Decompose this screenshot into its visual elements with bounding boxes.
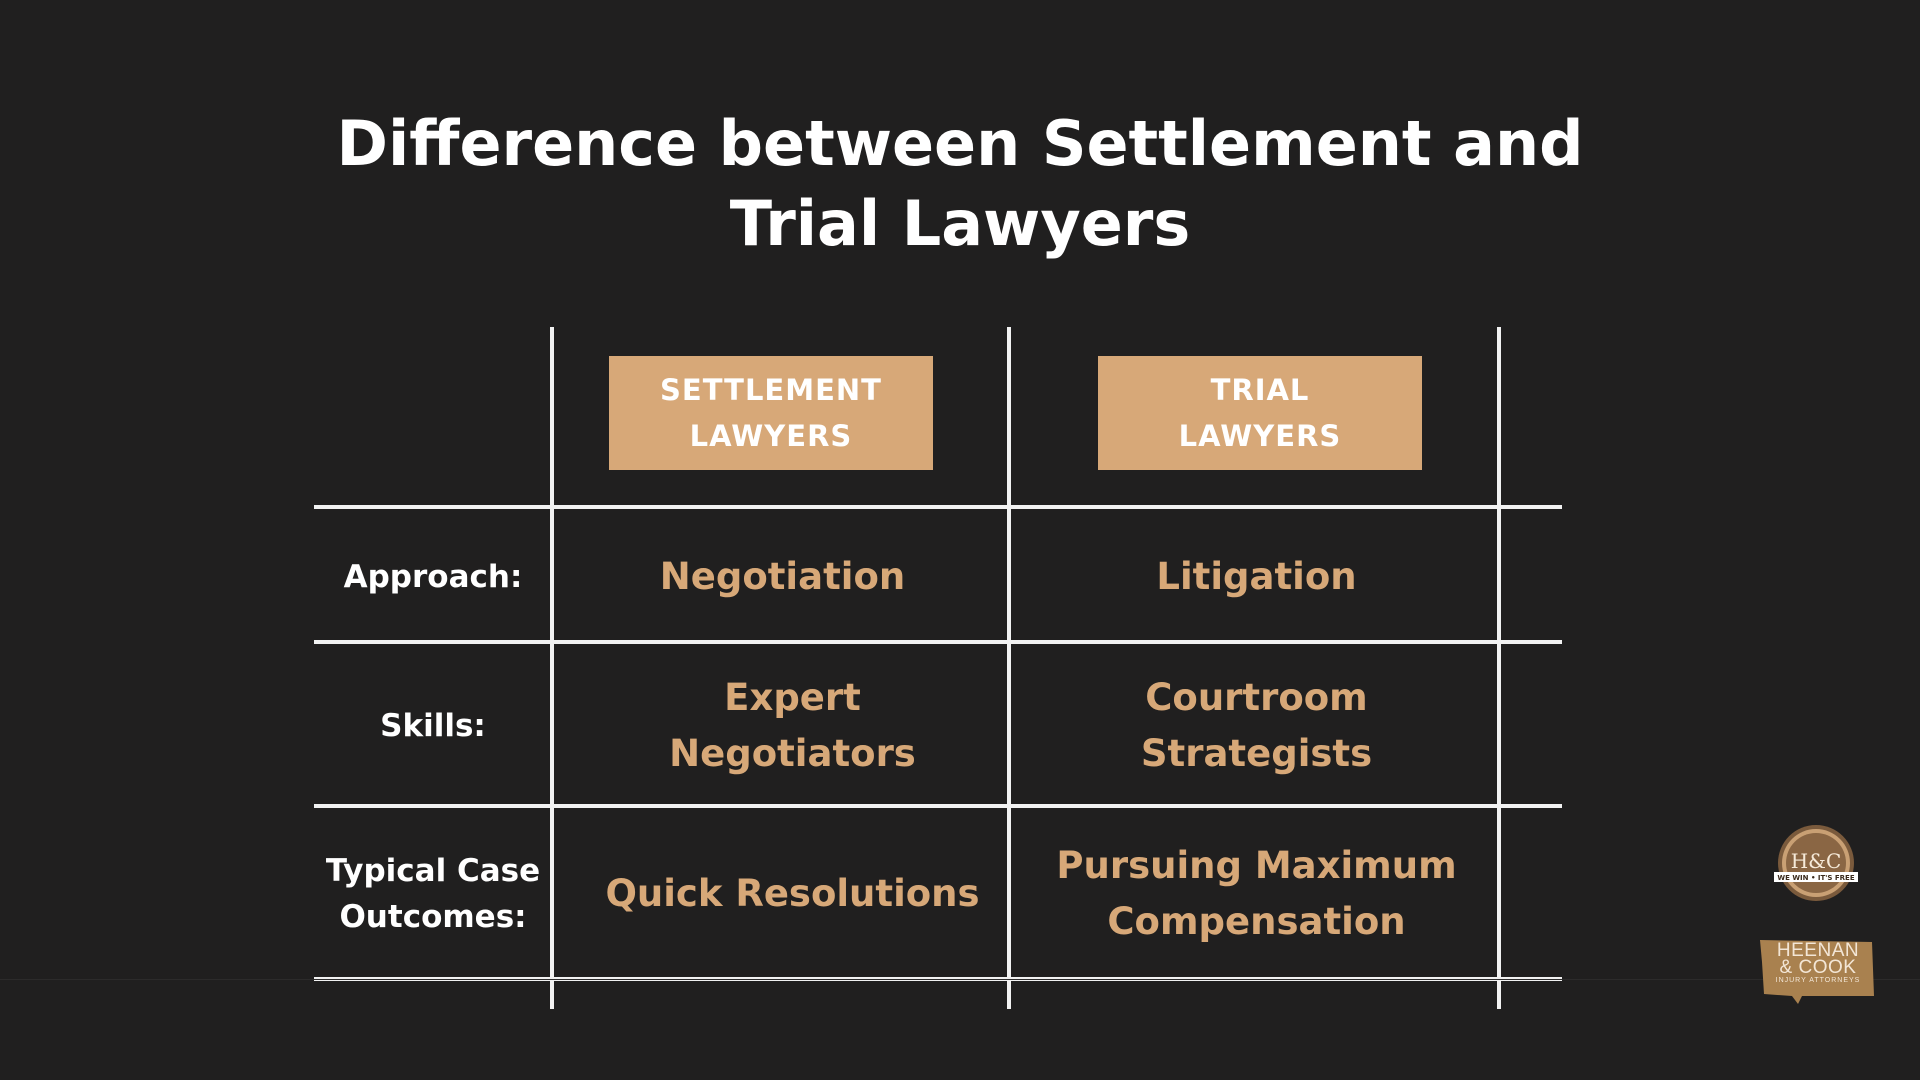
cell-text-line-2: Strategists (1140, 732, 1373, 775)
table-divider-vertical-3 (1497, 327, 1501, 1009)
row-label-text: Approach: (343, 558, 523, 595)
column-header-trial-line-2: LAWYERS (1178, 419, 1342, 453)
table-divider-horizontal-1 (314, 505, 1562, 509)
row-label-text-line-2: Outcomes: (339, 898, 527, 935)
cell-text-line-1: Pursuing Maximum (1056, 843, 1457, 887)
row-label-approach: Approach: (314, 511, 552, 642)
column-header-settlement-lawyers: SETTLEMENT LAWYERS (609, 356, 933, 470)
cell-outcomes-settlement: Quick Resolutions (556, 810, 1009, 977)
brand-wordmark: HEENAN & COOK INJURY ATTORNEYS (1760, 940, 1876, 986)
slide-title-line-1: Difference between Settlement and (336, 107, 1584, 180)
cell-text-line-2: Negotiators (669, 732, 916, 775)
cell-approach-trial: Litigation (1013, 511, 1500, 642)
table-divider-vertical-2 (1007, 327, 1011, 1009)
cell-approach-settlement: Negotiation (556, 511, 1009, 642)
column-header-trial-line-1: TRIAL (1210, 373, 1310, 407)
row-label-skills: Skills: (314, 646, 552, 806)
brand-subline: INJURY ATTORNEYS (1775, 977, 1861, 984)
table-divider-horizontal-2 (314, 640, 1562, 644)
row-label-text: Skills: (380, 708, 486, 744)
cell-text-line-2: Compensation (1107, 899, 1406, 943)
row-label-text-line-1: Typical Case (325, 852, 541, 889)
slide-title-line-2: Trial Lawyers (729, 187, 1191, 260)
cell-skills-settlement: Expert Negotiators (556, 646, 1009, 806)
seal-initials: H&C (1791, 849, 1842, 873)
hc-seal-logo-icon: H&C WE WIN • IT'S FREE (1774, 825, 1858, 901)
cell-skills-trial: Courtroom Strategists (1013, 646, 1500, 806)
slide-title: Difference between Settlement and Trial … (260, 104, 1660, 264)
cell-text: Quick Resolutions (605, 871, 980, 915)
brand-line-2: & COOK (1779, 957, 1857, 978)
cell-text-line-1: Expert (724, 676, 861, 719)
table-divider-horizontal-3 (314, 804, 1562, 808)
cell-text: Negotiation (659, 554, 906, 598)
cell-outcomes-trial: Pursuing Maximum Compensation (1013, 810, 1500, 977)
footer-divider (0, 979, 1920, 980)
brand-line-1: HEENAN (1776, 940, 1860, 961)
column-header-trial-lawyers: TRIAL LAWYERS (1098, 356, 1422, 470)
row-label-typical-case-outcomes: Typical Case Outcomes: (314, 810, 552, 977)
heenan-cook-brand-logo-icon (1760, 940, 1874, 1004)
seal-band-text: WE WIN • IT'S FREE (1777, 874, 1854, 882)
column-header-settlement-line-1: SETTLEMENT (660, 373, 882, 407)
cell-text: Litigation (1156, 554, 1357, 598)
cell-text-line-1: Courtroom (1145, 676, 1368, 719)
table-divider-vertical-1 (550, 327, 554, 1009)
column-header-settlement-line-2: LAWYERS (689, 419, 853, 453)
